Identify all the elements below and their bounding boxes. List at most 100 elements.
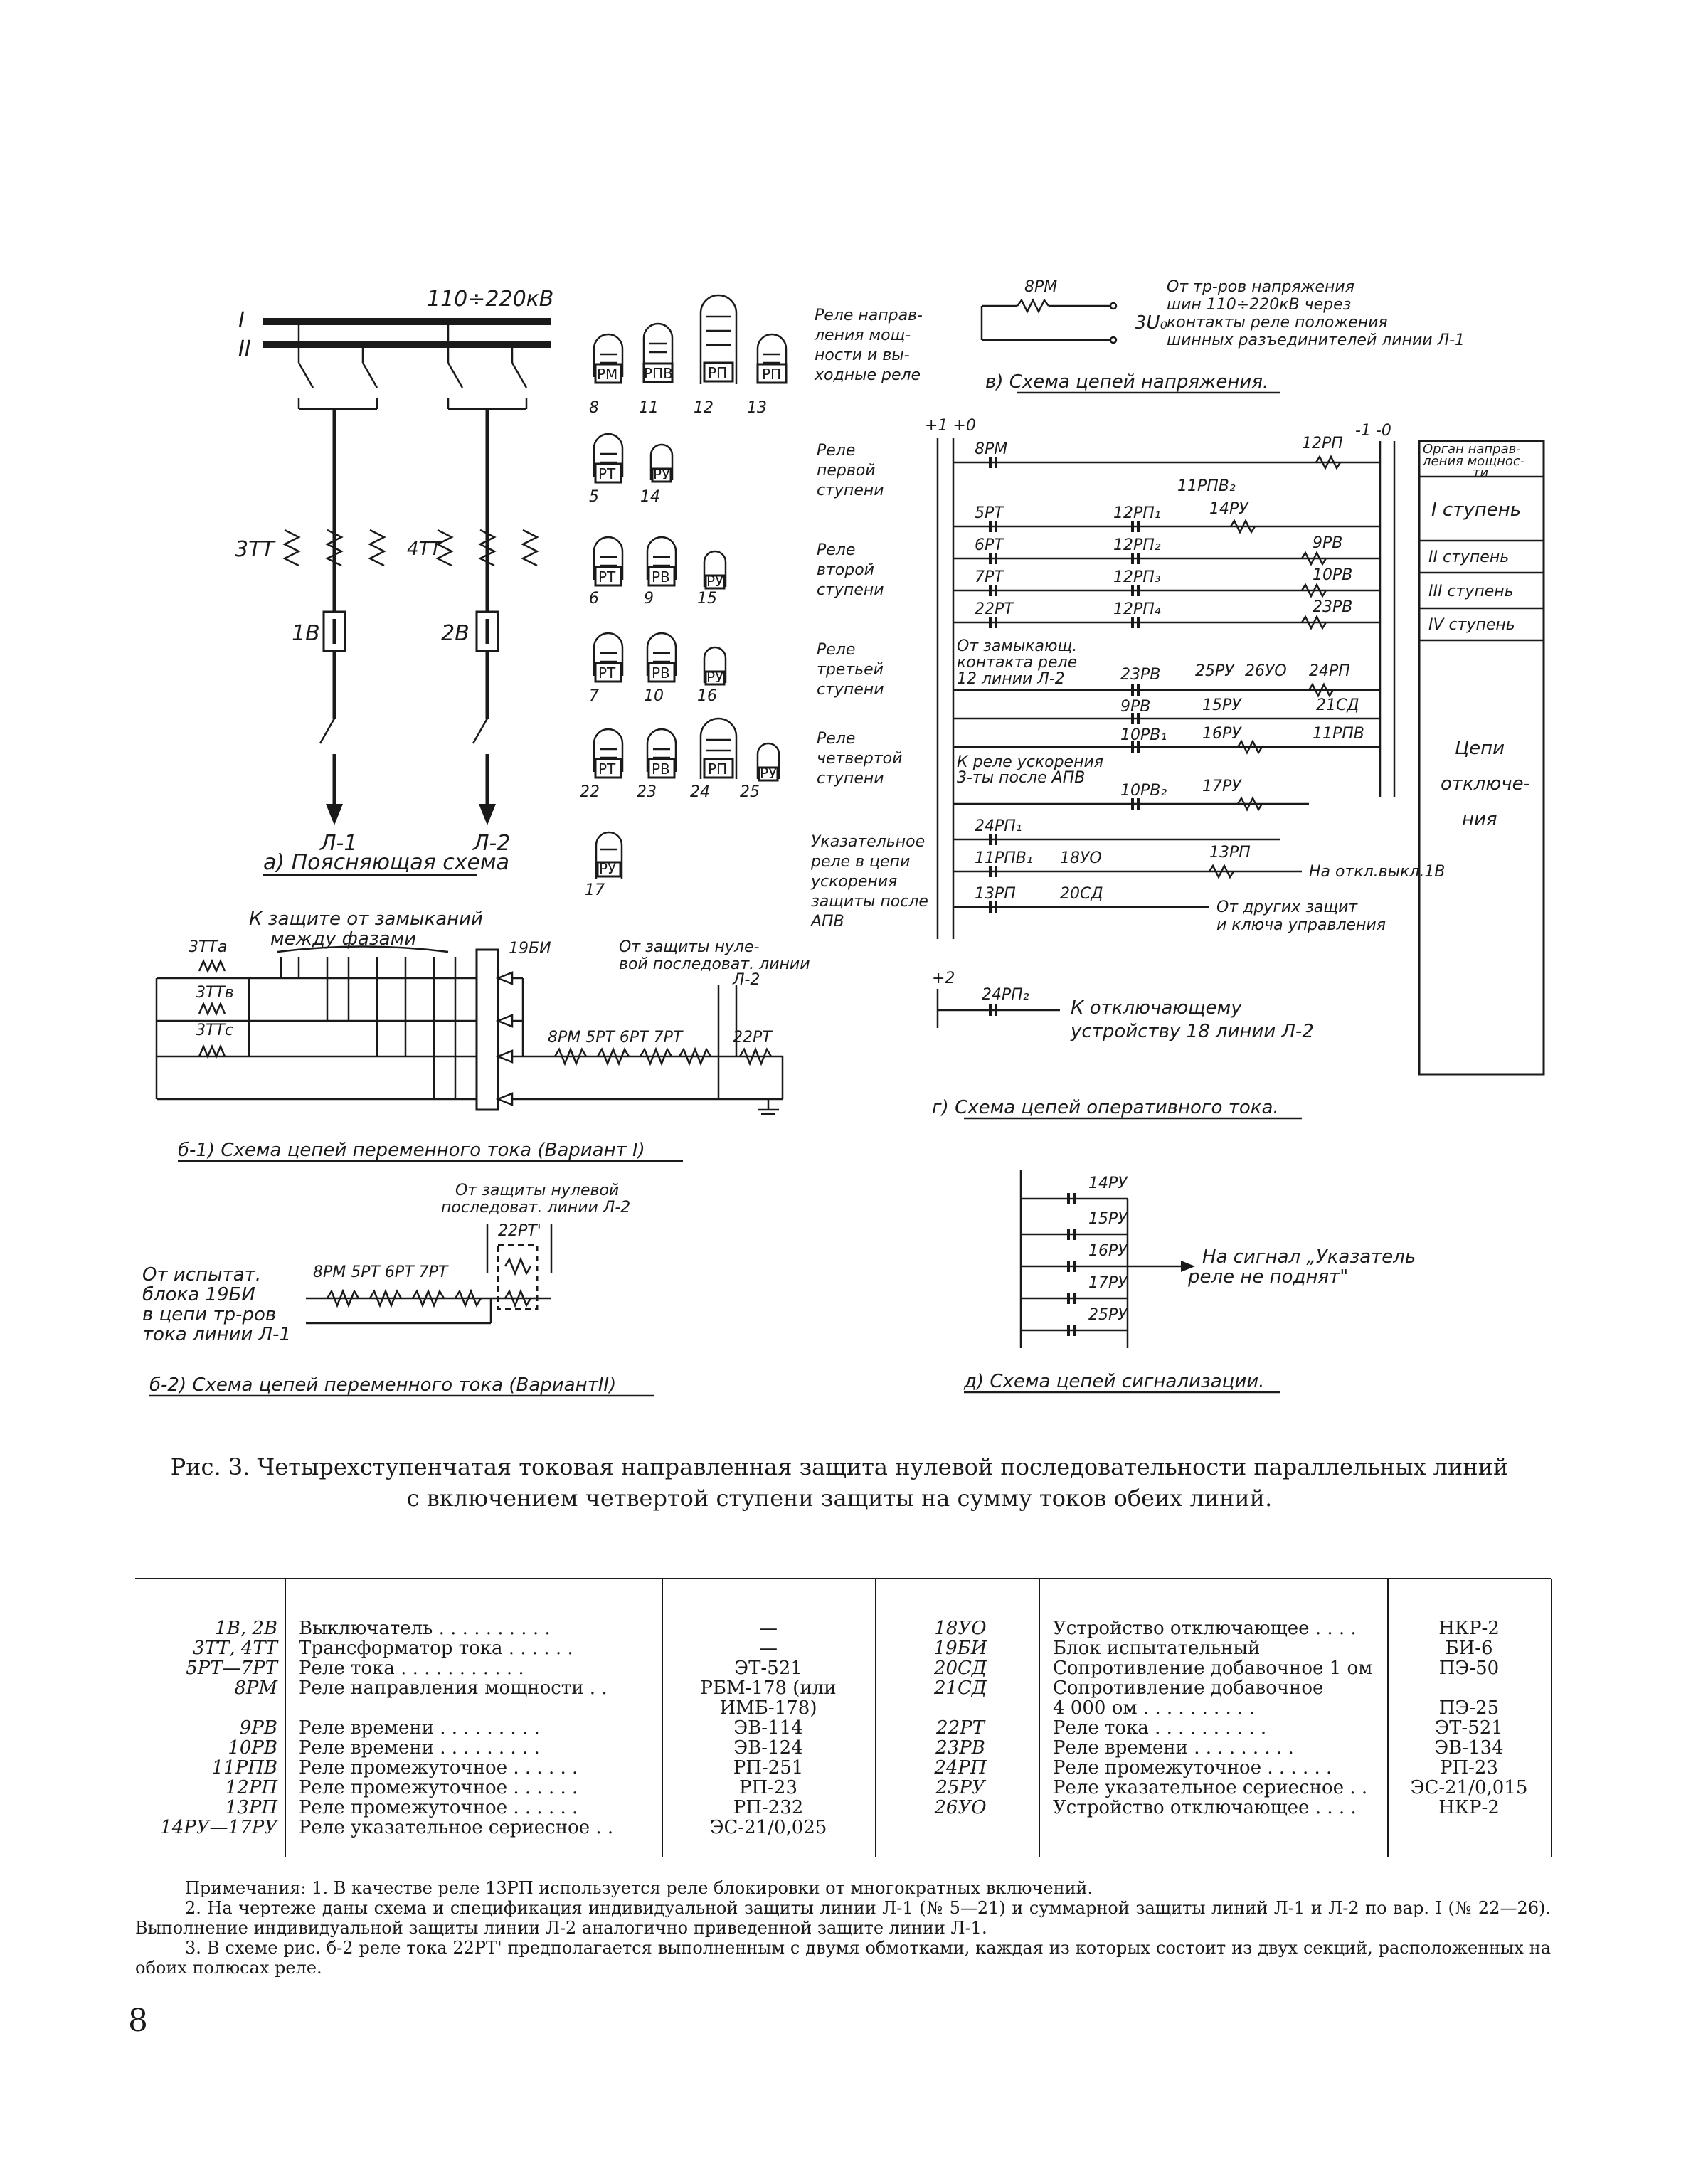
ct3-label: 3ТТ bbox=[235, 537, 276, 562]
spec-left-names: Выключатель . . . . . . . . . . Трансфор… bbox=[299, 1618, 614, 1838]
g-label: 11РПВ bbox=[1313, 725, 1364, 743]
d-label: 17РУ bbox=[1088, 1274, 1128, 1292]
svg-text:РУ: РУ bbox=[760, 765, 777, 782]
g-label: 23РВ bbox=[1120, 666, 1160, 684]
b2-label: От защиты нулевой bbox=[455, 1182, 619, 1199]
g-label: 21СД bbox=[1316, 696, 1359, 714]
b1-label: 19БИ bbox=[509, 940, 551, 958]
g-label: 16РУ bbox=[1202, 725, 1242, 743]
g-label: 12РП bbox=[1302, 435, 1343, 452]
b1-label: Л-2 bbox=[732, 971, 760, 989]
b2-label: в цепи тр-ров bbox=[142, 1304, 276, 1325]
relay-num: 16 bbox=[697, 687, 717, 705]
svg-text:РВ: РВ bbox=[652, 568, 670, 585]
table-divider bbox=[1387, 1579, 1389, 1857]
b1-label: 8РМ 5РТ 6РТ 7РТ bbox=[548, 1029, 684, 1046]
g-table-label: Цепи bbox=[1455, 738, 1505, 759]
g-label: +2 bbox=[932, 970, 955, 987]
g-label: 10РВ₁ bbox=[1120, 726, 1167, 744]
relay-group-label: ступени bbox=[817, 770, 884, 788]
relay-num: 9 bbox=[644, 590, 654, 608]
g-label: 20СД bbox=[1060, 885, 1103, 903]
relay-num: 17 bbox=[585, 881, 605, 899]
caption-v: в) Схема цепей напряжения. bbox=[985, 371, 1268, 393]
b1-label: К защите от замыканий bbox=[249, 908, 483, 930]
notes: Примечания: 1. В качестве реле 13РП испо… bbox=[135, 1878, 1551, 1978]
relay-group-label: Реле bbox=[817, 730, 855, 748]
g-label: 14РУ bbox=[1209, 500, 1249, 518]
relay-group-label: Реле bbox=[817, 641, 855, 659]
g-label: От других защит bbox=[1216, 898, 1358, 916]
note-1: Примечания: 1. В качестве реле 13РП испо… bbox=[185, 1878, 1093, 1898]
bus-voltage-label: 110÷220кВ bbox=[427, 287, 553, 312]
relay-group-label: реле в цепи bbox=[810, 853, 910, 871]
g-label: 10РВ bbox=[1313, 566, 1352, 584]
d-label: реле не поднят" bbox=[1187, 1266, 1348, 1288]
relay-group-label: ступени bbox=[817, 581, 884, 599]
relay-group-label: Указательное bbox=[811, 833, 925, 851]
spec-left-codes: 1В, 2В 3ТТ, 4ТТ 5РТ—7РТ 8РМ 9РВ 10РВ 11Р… bbox=[160, 1618, 277, 1838]
g-label: и ключа управления bbox=[1216, 916, 1386, 934]
breaker1-label: 1В bbox=[292, 621, 320, 646]
table-divider bbox=[1551, 1579, 1552, 1857]
g-plus: +1 +0 bbox=[925, 417, 976, 435]
g-label: 24РП₂ bbox=[982, 986, 1029, 1004]
relay-num: 12 bbox=[694, 399, 714, 417]
g-label: 6РТ bbox=[975, 536, 1004, 554]
g-table-label: ния bbox=[1462, 809, 1497, 830]
g-label: К реле ускорения bbox=[957, 753, 1103, 771]
relay-group-label: Реле bbox=[817, 442, 855, 460]
voltage-circuit: 8РМ 3U₀ От тр-ров напряжения шин 110÷220… bbox=[980, 278, 1465, 394]
g-label: 23РВ bbox=[1313, 598, 1352, 616]
g-label: 12РП₂ bbox=[1113, 536, 1161, 554]
v-3u0-label: 3U₀ bbox=[1135, 312, 1168, 334]
relay-group-label: Реле bbox=[817, 541, 855, 559]
note-2: 2. На чертеже даны схема и спецификация … bbox=[135, 1898, 1551, 1938]
spec-left-types: — — ЭТ-521 РБМ-178 (или ИМБ-178) ЭВ-114 … bbox=[700, 1618, 837, 1838]
relay-group-label: ходные реле bbox=[814, 366, 921, 384]
g-table-label: III ступень bbox=[1428, 583, 1514, 600]
g-label: 11РПВ₂ bbox=[1177, 477, 1236, 495]
signalling-circuit: 14РУ 15РУ 16РУ 17РУ 25РУ На сигнал „Указ… bbox=[963, 1170, 1416, 1394]
g-label: 22РТ bbox=[975, 600, 1014, 618]
b2-label: последоват. линии Л-2 bbox=[441, 1199, 630, 1216]
g-label: К отключающему bbox=[1071, 997, 1242, 1019]
operating-current-circuit: +1 +0 -1 -0 bbox=[925, 417, 1545, 1120]
caption-b1: б-1) Схема цепей переменного тока (Вариа… bbox=[178, 1140, 645, 1161]
g-table-label: Орган направ- bbox=[1423, 442, 1521, 457]
table-divider bbox=[1039, 1579, 1040, 1857]
g-label: 13РП bbox=[1209, 844, 1251, 862]
g-table-label: отключе- bbox=[1441, 773, 1530, 795]
svg-text:РУ: РУ bbox=[653, 466, 670, 483]
svg-text:РУ: РУ bbox=[599, 860, 616, 877]
relay-num: 8 bbox=[589, 399, 599, 417]
b2-label: От испытат. bbox=[142, 1264, 261, 1286]
svg-text:РПВ: РПВ bbox=[644, 365, 673, 382]
ct4-label: 4ТТ bbox=[407, 539, 442, 560]
svg-text:РУ: РУ bbox=[706, 573, 723, 590]
relay-group-label: четвертой bbox=[817, 750, 902, 768]
g-label: 17РУ bbox=[1202, 778, 1242, 795]
relay-num: 7 bbox=[589, 687, 599, 705]
relay-num: 14 bbox=[640, 488, 660, 506]
caption-a: а) Поясняющая схема bbox=[263, 850, 509, 875]
b1-label: 22РТ bbox=[733, 1029, 773, 1046]
page-number: 8 bbox=[128, 2003, 148, 2039]
b2-label: 8РМ 5РТ 6РТ 7РТ bbox=[313, 1263, 449, 1281]
g-minus: -1 -0 bbox=[1355, 422, 1391, 440]
g-label: 10РВ₂ bbox=[1120, 782, 1167, 800]
g-table-label: I ступень bbox=[1431, 499, 1521, 521]
relay-num: 15 bbox=[697, 590, 717, 608]
relay-num: 25 bbox=[740, 783, 760, 801]
spec-right-types: НКР-2 БИ-6 ПЭ-50 ПЭ-25 ЭТ-521 ЭВ-134 РП-… bbox=[1410, 1618, 1528, 1818]
v-text: шин 110÷220кВ через bbox=[1167, 296, 1351, 314]
relay-num: 13 bbox=[747, 399, 767, 417]
relay-group-label: третьей bbox=[817, 661, 884, 679]
figure-caption-line: с включением четвертой ступени защиты на… bbox=[406, 1485, 1273, 1512]
relay-group-label: первой bbox=[817, 462, 876, 479]
relay-num: 6 bbox=[589, 590, 599, 608]
spec-right-codes: 18УО 19БИ 20СД 21СД 22РТ 23РВ 24РП 25РУ … bbox=[933, 1618, 987, 1818]
relay-group-label: ступени bbox=[817, 681, 884, 699]
relay-group-label: АПВ bbox=[810, 913, 844, 931]
b1-label: 3ТТв bbox=[196, 984, 234, 1002]
